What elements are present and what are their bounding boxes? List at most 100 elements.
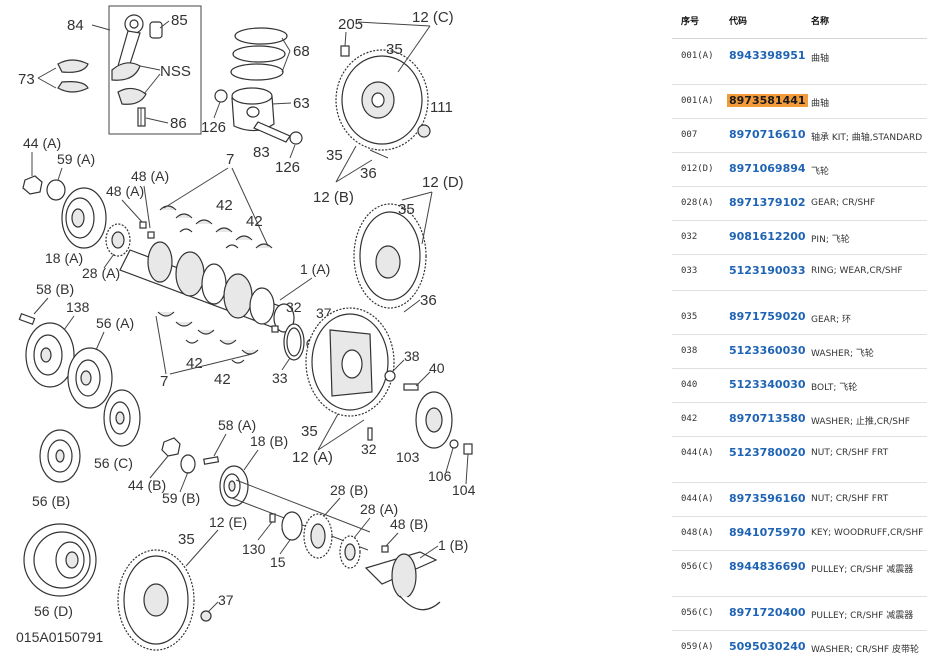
callout-18a: 18 (A) xyxy=(45,250,83,266)
part-code-link[interactable]: 5123780020 xyxy=(729,446,806,459)
bolt-58a[interactable] xyxy=(203,456,220,465)
flywheel-12d[interactable] xyxy=(353,203,427,309)
snap-ring-126a[interactable] xyxy=(214,89,228,103)
callout-32b: 32 xyxy=(361,441,377,457)
callout-138: 138 xyxy=(66,299,90,315)
main-bearings-7-upper[interactable] xyxy=(159,205,273,249)
pulley-56d[interactable] xyxy=(23,523,97,597)
crankshaft-1a[interactable] xyxy=(119,241,295,333)
bolt-205[interactable] xyxy=(340,45,350,57)
flywheel-12a[interactable] xyxy=(305,307,395,417)
part-code-link[interactable]: 8941075970 xyxy=(729,526,806,539)
part-code-link[interactable]: 8944836690 xyxy=(729,560,806,573)
part-code-link[interactable]: 5123360030 xyxy=(729,344,806,357)
connecting-rod-group[interactable] xyxy=(108,5,202,135)
callout-12c: 12 (C) xyxy=(412,9,454,26)
plate-103[interactable] xyxy=(415,391,453,449)
piston-63[interactable] xyxy=(231,87,275,132)
pulley-56b[interactable] xyxy=(39,429,81,483)
callout-35c: 35 xyxy=(398,201,415,218)
part-code-link[interactable]: 8970716610 xyxy=(729,128,806,141)
part-code-link[interactable]: 5123190033 xyxy=(729,264,806,277)
part-code-link[interactable]: 8970713580 xyxy=(729,412,806,425)
callout-12d: 12 (D) xyxy=(422,174,464,191)
pulley-56c[interactable] xyxy=(103,389,141,447)
washer-38[interactable] xyxy=(384,370,396,382)
bearing-shell-73b[interactable] xyxy=(57,81,89,93)
figure-code: 015A0150791 xyxy=(16,629,103,645)
part-code-link[interactable]: 8971379102 xyxy=(729,196,806,209)
callout-35a: 35 xyxy=(386,41,403,58)
crankshaft-1b[interactable] xyxy=(364,551,441,611)
pulley-18b[interactable] xyxy=(219,465,249,507)
part-code-link[interactable]: 8971720400 xyxy=(729,606,806,619)
bushing-15[interactable] xyxy=(281,511,303,541)
pin-32[interactable] xyxy=(271,325,279,333)
part-code-link[interactable]: 5095030240 xyxy=(729,640,806,653)
part-code-link[interactable]: 5123340030 xyxy=(729,378,806,391)
part-code-link[interactable]: 8971759020 xyxy=(729,310,806,323)
callout-104: 104 xyxy=(452,482,476,498)
callout-42b: 42 xyxy=(246,213,263,230)
flywheel-12c[interactable] xyxy=(335,49,429,151)
part-code-link[interactable]: 8973581441 xyxy=(727,94,808,107)
callout-1a: 1 (A) xyxy=(300,261,330,277)
part-code-link[interactable]: 8971069894 xyxy=(729,162,806,175)
row-part-name: WASHER; 飞轮 xyxy=(811,349,874,359)
piston-rings-68[interactable] xyxy=(230,27,288,81)
flywheel-12e[interactable] xyxy=(117,549,195,651)
washer-106[interactable] xyxy=(449,439,459,449)
callout-59b: 59 (B) xyxy=(162,490,200,506)
nut-44b[interactable] xyxy=(161,437,181,457)
bearing-shell-73a[interactable] xyxy=(57,59,89,73)
snap-ring-126b[interactable] xyxy=(289,131,303,145)
row-seq: 001(A) xyxy=(681,96,714,106)
callout-18b: 18 (B) xyxy=(250,433,288,449)
pin-32b[interactable] xyxy=(367,427,373,441)
gear-28a[interactable] xyxy=(105,223,131,257)
nut-111[interactable] xyxy=(417,124,431,138)
gear-28b[interactable] xyxy=(303,513,333,559)
main-bearings-7-lower[interactable] xyxy=(157,311,259,364)
pulley-138[interactable] xyxy=(25,322,75,388)
gear-28a-rear[interactable] xyxy=(339,535,361,569)
callout-15: 15 xyxy=(270,554,286,570)
bolt-58b[interactable] xyxy=(18,313,36,325)
part-code-link[interactable]: 8973596160 xyxy=(729,492,806,505)
callout-7a: 7 xyxy=(226,151,234,168)
callout-37b: 37 xyxy=(218,592,234,608)
bolt-40[interactable] xyxy=(403,383,419,391)
part-code-link[interactable]: 9081612200 xyxy=(729,230,806,243)
pulley-56a[interactable] xyxy=(67,347,113,409)
pin-130[interactable] xyxy=(269,513,276,523)
bolt-104[interactable] xyxy=(463,443,473,455)
key-48a[interactable] xyxy=(139,221,147,229)
washer-59a[interactable] xyxy=(46,179,66,201)
pulley-18a[interactable] xyxy=(61,187,107,249)
key-48b[interactable] xyxy=(381,545,389,553)
nut-44a[interactable] xyxy=(22,175,43,195)
part-code-link[interactable]: 8943398951 xyxy=(729,49,806,62)
piston-pin-83[interactable] xyxy=(253,121,291,143)
washer-59b[interactable] xyxy=(180,454,196,474)
nut-37b[interactable] xyxy=(200,610,212,622)
callout-58a: 58 (A) xyxy=(218,417,256,433)
row-seq: 056(C) xyxy=(681,562,714,572)
